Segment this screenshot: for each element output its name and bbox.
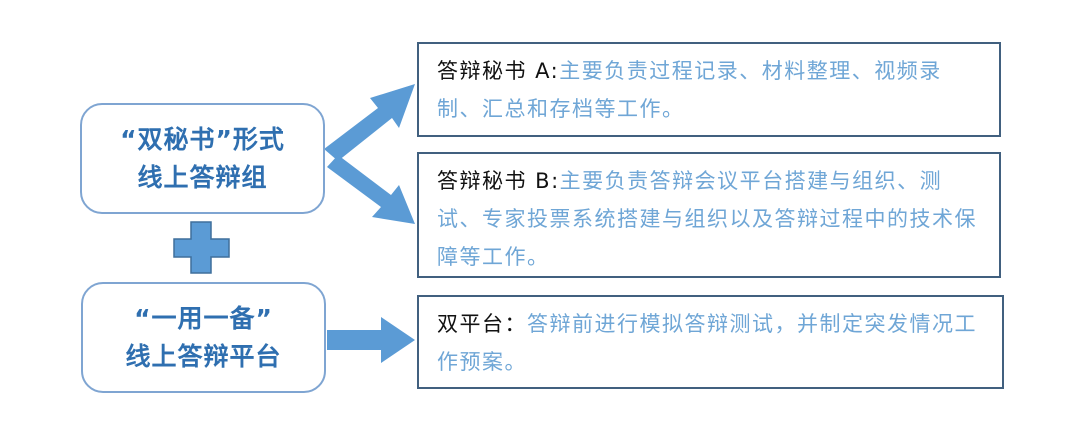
- arrow-to-secretary-b: [327, 155, 415, 224]
- group-title-line2: 线上答辩组: [137, 162, 268, 192]
- platform-title-line2: 线上答辩平台: [125, 341, 282, 371]
- dual-platform-box: 双平台：答辩前进行模拟答辩测试，并制定突发情况工作预案。: [417, 295, 1004, 389]
- secretary-b-text: 主要负责答辩会议平台搭建与组织、测试、专家投票系统搭建与组织以及答辩过程中的技术…: [437, 169, 977, 269]
- secretary-a-label: 答辩秘书 A:: [437, 59, 560, 83]
- dual-platform-label: 双平台：: [437, 312, 527, 336]
- group-title-line1: “双秘书”形式: [120, 124, 285, 154]
- arrow-to-dual-platform: [327, 317, 415, 363]
- secretary-a-text: 主要负责过程记录、材料整理、视频录制、汇总和存档等工作。: [437, 59, 942, 121]
- plus-icon: [173, 221, 230, 274]
- secretary-a-box: 答辩秘书 A:主要负责过程记录、材料整理、视频录制、汇总和存档等工作。: [417, 42, 1001, 137]
- platform-title-line1: “一用一备”: [134, 303, 273, 333]
- double-secretary-group-box: “双秘书”形式 线上答辩组: [80, 103, 325, 214]
- secretary-b-label: 答辩秘书 B:: [437, 169, 560, 193]
- backup-platform-box: “一用一备” 线上答辩平台: [81, 282, 326, 393]
- arrow-to-secretary-a: [324, 84, 415, 161]
- dual-platform-text: 答辩前进行模拟答辩测试，并制定突发情况工作预案。: [437, 312, 977, 374]
- secretary-b-box: 答辩秘书 B:主要负责答辩会议平台搭建与组织、测试、专家投票系统搭建与组织以及答…: [417, 152, 1001, 278]
